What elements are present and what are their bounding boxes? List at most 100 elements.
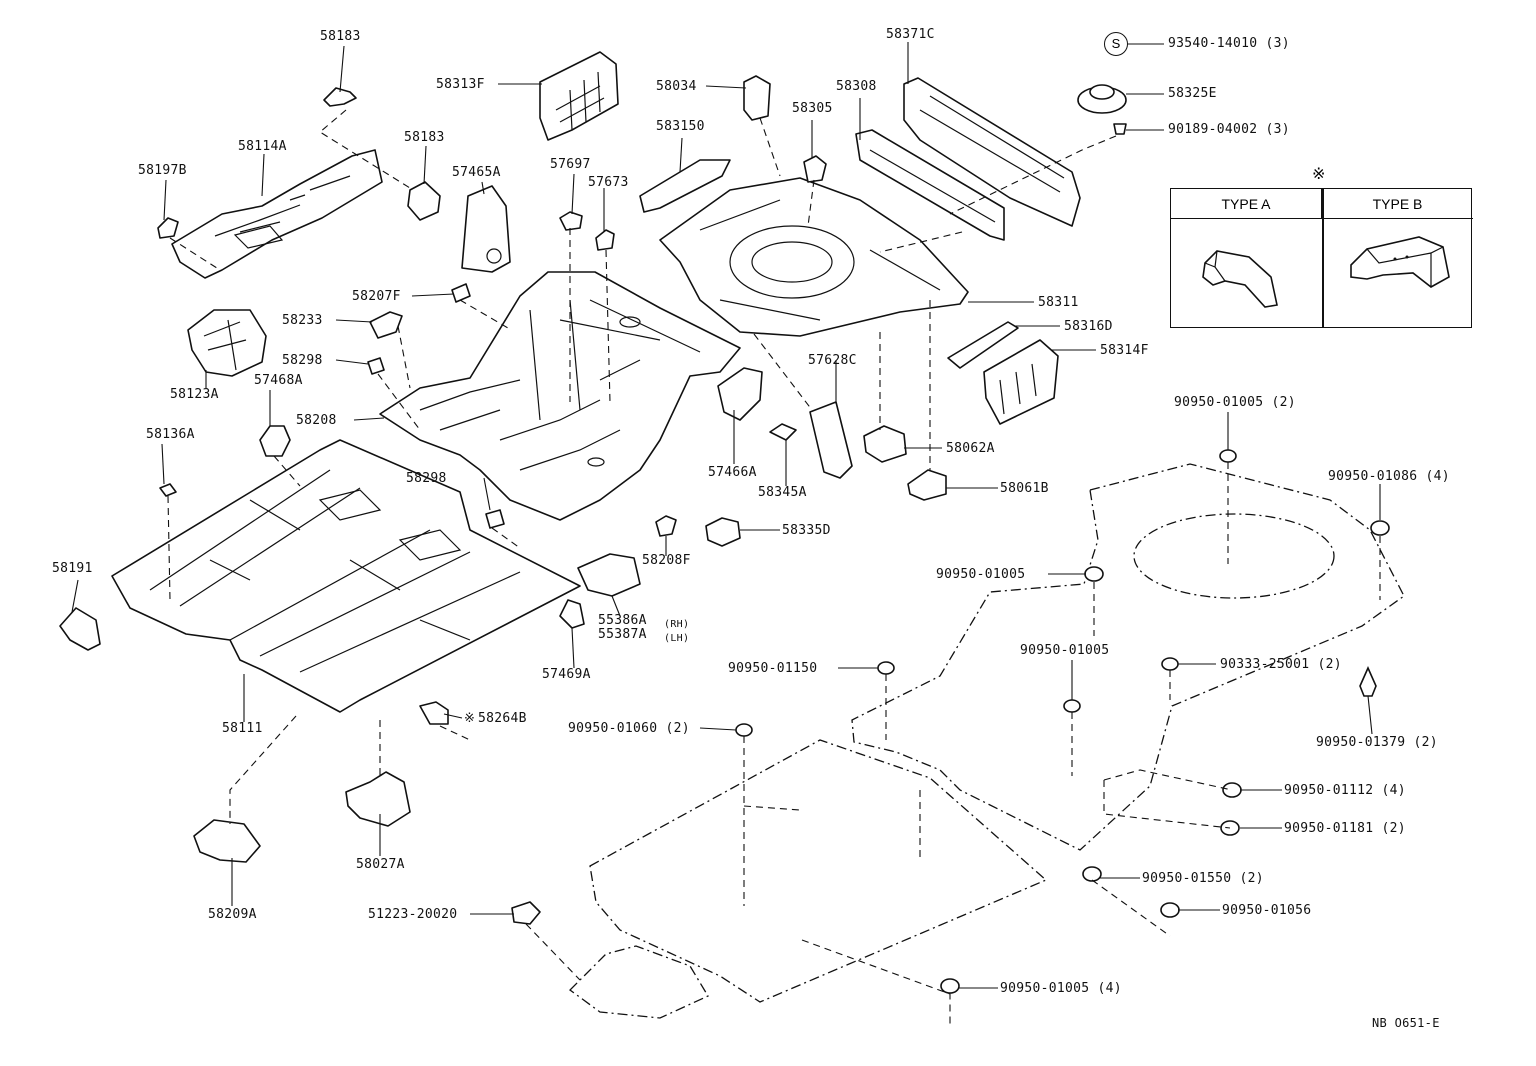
label-90950-01112: 90950-01112 (4): [1284, 783, 1406, 798]
label-58264b-mark: ※: [464, 711, 476, 726]
label-58308: 58308: [836, 79, 877, 94]
label-90950-01005-a: 90950-01005: [936, 567, 1026, 582]
diagram-reference-code: NB O651-E: [1372, 1016, 1440, 1030]
symbol-s: S: [1104, 32, 1128, 56]
label-90950-01060: 90950-01060 (2): [568, 721, 690, 736]
bracket-58207f: [451, 283, 471, 303]
rail-58316d: [947, 321, 1019, 369]
label-58027a: 58027A: [356, 857, 405, 872]
plug-58264b: [419, 701, 449, 725]
label-90950-01181: 90950-01181 (2): [1284, 821, 1406, 836]
label-58208f: 58208F: [642, 553, 691, 568]
label-58233: 58233: [282, 313, 323, 328]
clip-58136a: [159, 483, 177, 497]
mount-58325e: [1077, 84, 1127, 114]
label-58314f: 58314F: [1100, 343, 1149, 358]
panel-58308: [855, 129, 1005, 241]
bracket-58062a: [863, 425, 907, 463]
type-b-header: TYPE B: [1322, 189, 1473, 219]
label-58316d: 58316D: [1064, 319, 1113, 334]
bracket-58183-top: [323, 87, 357, 107]
label-90189-04002: 90189-04002 (3): [1168, 122, 1290, 137]
label-57628c: 57628C: [808, 353, 857, 368]
label-90950-01150: 90950-01150: [728, 661, 818, 676]
bracket-58197b: [157, 217, 179, 239]
label-57469a: 57469A: [542, 667, 591, 682]
bracket-58208f: [655, 515, 677, 537]
label-58305: 58305: [792, 101, 833, 116]
label-58298-lower: 58298: [406, 471, 447, 486]
label-57697: 57697: [550, 157, 591, 172]
rail-583150: [639, 159, 731, 213]
label-55386a: 55386A: [598, 613, 647, 628]
plate-58298-lower: [485, 509, 505, 529]
type-table-divider: [1322, 189, 1324, 327]
panel-58371c: [903, 77, 1081, 227]
label-90950-01056: 90950-01056: [1222, 903, 1312, 918]
plate-58034: [743, 75, 771, 121]
label-58114a: 58114A: [238, 139, 287, 154]
bracket-58191: [59, 607, 101, 651]
bracket-58183-mid: [407, 181, 441, 221]
bracket-58061b: [907, 469, 947, 501]
bracket-57469a: [559, 599, 585, 629]
guide-lines: [167, 109, 1381, 1024]
bracket-58027a: [345, 771, 411, 827]
type-a-header: TYPE A: [1171, 189, 1322, 219]
type-a-clip-drawing: [1202, 250, 1278, 308]
label-90950-01005-4: 90950-01005 (4): [1000, 981, 1122, 996]
grommet-51223: [511, 901, 541, 925]
label-58313f: 58313F: [436, 77, 485, 92]
bracket-55386a: [577, 553, 641, 597]
label-58183-mid: 58183: [404, 130, 445, 145]
label-55386a-rh: (RH): [664, 619, 690, 630]
type-table-marker: ※: [1312, 164, 1326, 183]
plate-58298-top: [367, 357, 385, 375]
label-58034: 58034: [656, 79, 697, 94]
label-57673: 57673: [588, 175, 629, 190]
clip-58345a: [769, 423, 797, 441]
bracket-58233: [369, 311, 403, 339]
label-583150: 583150: [656, 119, 705, 134]
bolt-90189: [1113, 123, 1127, 135]
clip-57697: [559, 211, 583, 231]
label-58197b: 58197B: [138, 163, 187, 178]
label-58298-top: 58298: [282, 353, 323, 368]
type-table: TYPE A TYPE B: [1170, 188, 1473, 328]
label-58345a: 58345A: [758, 485, 807, 500]
label-57466a: 57466A: [708, 465, 757, 480]
label-58123a: 58123A: [170, 387, 219, 402]
label-58335d: 58335D: [782, 523, 831, 538]
bracket-57468a: [259, 425, 291, 457]
label-58062a: 58062A: [946, 441, 995, 456]
label-55387a-lh: (LH): [664, 633, 690, 644]
bracket-57628c: [809, 401, 853, 479]
front-floor-58111: [111, 439, 581, 713]
bracket-58123a: [187, 309, 267, 377]
label-90950-01005-b: 90950-01005: [1020, 643, 1110, 658]
center-floor-58208: [379, 271, 741, 521]
label-55387a: 55387A: [598, 627, 647, 642]
label-58183-top: 58183: [320, 29, 361, 44]
label-58209a: 58209A: [208, 907, 257, 922]
label-58311: 58311: [1038, 295, 1079, 310]
rear-floor-58311: [659, 177, 969, 337]
clip-57673: [595, 229, 615, 251]
label-58325e: 58325E: [1168, 86, 1217, 101]
panel-58313f: [539, 51, 619, 141]
label-93540-14010: 93540-14010 (3): [1168, 36, 1290, 51]
label-58111: 58111: [222, 721, 263, 736]
label-90950-01550: 90950-01550 (2): [1142, 871, 1264, 886]
brace-57466a: [717, 367, 763, 421]
label-58136a: 58136A: [146, 427, 195, 442]
label-57468a: 57468A: [254, 373, 303, 388]
bracket-58335d: [705, 517, 741, 547]
label-57465a: 57465A: [452, 165, 501, 180]
label-90333-25001: 90333-25001 (2): [1220, 657, 1342, 672]
undercover-outline: [569, 463, 1405, 1019]
label-58371c: 58371C: [886, 27, 935, 42]
bracket-58209a: [193, 819, 261, 863]
label-90950-01005-2: 90950-01005 (2): [1174, 395, 1296, 410]
